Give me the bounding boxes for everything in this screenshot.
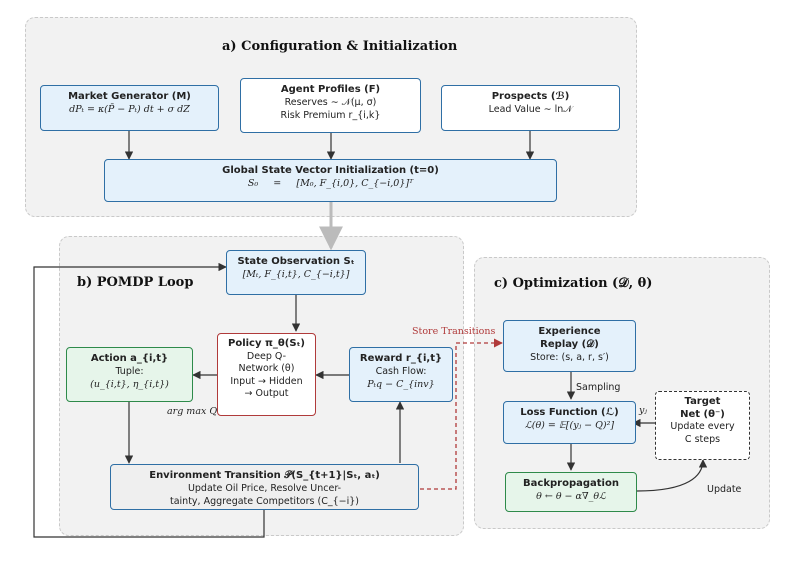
store-transitions-label: Store Transitions bbox=[412, 326, 496, 337]
panel-b-title: b) POMDP Loop bbox=[77, 275, 194, 290]
loss-formula: ℒ(θ) = 𝔼[(yⱼ − Q)²] bbox=[524, 420, 615, 431]
action-line1: Tuple: bbox=[115, 366, 144, 377]
arrow-store-transitions bbox=[420, 338, 503, 490]
agent-profiles-box: Agent Profiles (F) Reserves ∼ 𝒩(μ, σ) Ri… bbox=[240, 78, 421, 133]
action-title: Action a_{i,t} bbox=[90, 353, 169, 364]
prospects-line1: Lead Value ∼ ln𝒩 bbox=[488, 104, 573, 115]
replay-title1: Experience bbox=[538, 326, 601, 337]
update-label: Update bbox=[707, 484, 742, 495]
policy-line4: → Output bbox=[244, 388, 289, 399]
target-line2: C steps bbox=[684, 433, 721, 445]
policy-line3: Input → Hidden bbox=[230, 375, 303, 387]
panel-c-title: c) Optimization (𝒟, θ) bbox=[494, 276, 653, 291]
env-line2: tainty, Aggregate Competitors (C_{−i}) bbox=[170, 496, 359, 507]
backprop-formula: θ ← θ − α∇_θℒ bbox=[536, 491, 606, 502]
action-line2: (u_{i,t}, η_{i,t}) bbox=[90, 379, 169, 390]
backpropagation-box: Backpropagation θ ← θ − α∇_θℒ bbox=[505, 472, 637, 512]
reward-title: Reward r_{i,t} bbox=[359, 353, 443, 364]
market-generator-box: Market Generator (M) dPₜ = κ(P̄ − Pₜ) dt… bbox=[40, 85, 219, 131]
backprop-title: Backpropagation bbox=[523, 478, 619, 489]
yj-label: yⱼ bbox=[639, 405, 647, 416]
replay-title2: Replay (𝒟) bbox=[540, 339, 599, 350]
arrow-backprop-to-target bbox=[636, 459, 708, 492]
state-observation-box: State Observation Sₜ [Mₜ, F_{i,t}, C_{−i… bbox=[226, 250, 366, 295]
environment-transition-box: Environment Transition 𝒫(S_{t+1}|Sₜ, aₜ)… bbox=[110, 464, 419, 510]
prospects-title: Prospects (ℬ) bbox=[491, 91, 570, 102]
action-box: Action a_{i,t} Tuple: (u_{i,t}, η_{i,t}) bbox=[66, 347, 193, 402]
state-title: State Observation Sₜ bbox=[237, 256, 355, 267]
target-title2: Net (θ⁻) bbox=[680, 408, 725, 420]
arrow-env-loop-back bbox=[33, 262, 265, 538]
market-formula: dPₜ = κ(P̄ − Pₜ) dt + σ dZ bbox=[69, 104, 190, 115]
reward-line2: Pₜq − C_{inv} bbox=[367, 379, 435, 390]
global-title: Global State Vector Initialization (t=0) bbox=[222, 165, 439, 176]
reward-line1: Cash Flow: bbox=[375, 366, 427, 377]
env-title: Environment Transition 𝒫(S_{t+1}|Sₜ, aₜ) bbox=[149, 470, 380, 481]
global-formula: S₀ = [M₀, F_{i,0}, C_{−i,0}]ᵀ bbox=[247, 178, 414, 189]
sampling-label: Sampling bbox=[576, 382, 621, 393]
env-line1: Update Oil Price, Resolve Uncer- bbox=[187, 483, 342, 494]
global-state-box: Global State Vector Initialization (t=0)… bbox=[104, 159, 557, 202]
reward-box: Reward r_{i,t} Cash Flow: Pₜq − C_{inv} bbox=[349, 347, 453, 402]
target-line1: Update every bbox=[670, 421, 735, 432]
policy-line1: Deep Q- bbox=[246, 350, 287, 362]
target-title1: Target bbox=[684, 396, 721, 407]
replay-line1: Store: (s, a, r, s′) bbox=[530, 352, 609, 363]
agent-line1: Reserves ∼ 𝒩(μ, σ) bbox=[284, 97, 377, 108]
agent-line2: Risk Premium r_{i,k} bbox=[280, 110, 381, 121]
prospects-box: Prospects (ℬ) Lead Value ∼ ln𝒩 bbox=[441, 85, 620, 131]
state-formula: [Mₜ, F_{i,t}, C_{−i,t}] bbox=[242, 269, 350, 280]
policy-title: Policy π_θ(Sₜ) bbox=[228, 338, 305, 349]
policy-line2: Network (θ) bbox=[238, 363, 295, 374]
market-title: Market Generator (M) bbox=[68, 91, 191, 102]
loss-title: Loss Function (ℒ) bbox=[520, 407, 619, 418]
loss-function-box: Loss Function (ℒ) ℒ(θ) = 𝔼[(yⱼ − Q)²] bbox=[503, 401, 636, 444]
panel-a-title: a) Configuration & Initialization bbox=[222, 39, 458, 54]
agent-title: Agent Profiles (F) bbox=[280, 84, 381, 95]
experience-replay-box: Experience Replay (𝒟) Store: (s, a, r, s… bbox=[503, 320, 636, 372]
target-net-box: Target Net (θ⁻) Update every C steps bbox=[655, 391, 750, 460]
policy-box: Policy π_θ(Sₜ) Deep Q- Network (θ) Input… bbox=[217, 333, 316, 416]
argmax-label: arg max Q bbox=[167, 406, 218, 417]
